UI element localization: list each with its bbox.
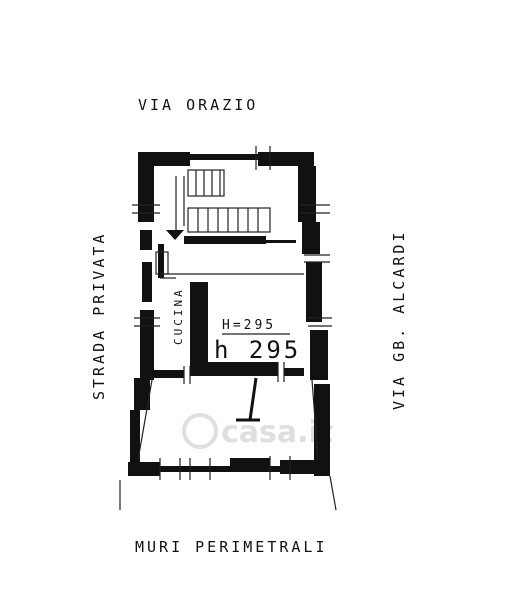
wall-openings bbox=[119, 146, 337, 511]
internal-wall-upper bbox=[158, 236, 296, 278]
lower-room-partition bbox=[236, 377, 260, 422]
legend-perimeter-walls: MURI PERIMETRALI bbox=[135, 538, 328, 556]
kitchen-partition bbox=[154, 282, 304, 378]
height-annotation-large: h 295 bbox=[214, 336, 301, 364]
height-annotation-small: H=295 bbox=[222, 318, 276, 333]
kitchen-openings bbox=[183, 362, 285, 384]
street-label-left: STRADA PRIVATA bbox=[90, 232, 108, 400]
room-label-kitchen: CUCINA bbox=[172, 287, 185, 345]
stair-arrow bbox=[166, 230, 184, 240]
perimeter-walls bbox=[128, 152, 330, 476]
street-label-right: VIA GB. ALCARDI bbox=[390, 230, 408, 410]
interior-lines bbox=[137, 379, 319, 461]
wc-label: WC bbox=[145, 261, 155, 278]
street-label-top: VIA ORAZIO bbox=[138, 96, 258, 114]
staircase bbox=[175, 169, 271, 234]
